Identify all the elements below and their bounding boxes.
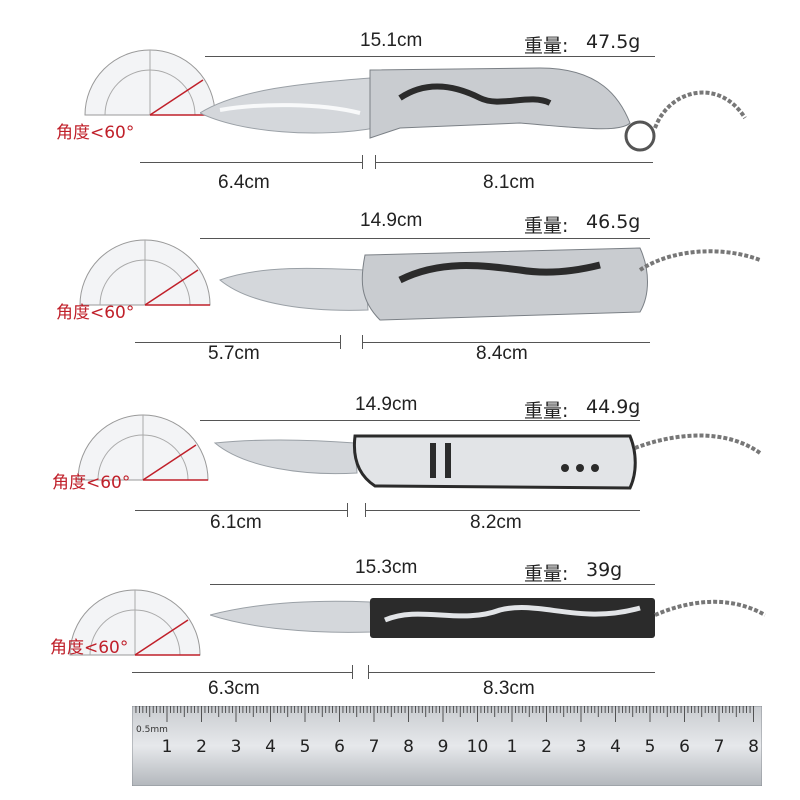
blade-length-line <box>135 510 347 511</box>
handle-length-label: 8.1cm <box>483 172 535 193</box>
knife-panel-3: 角度<60° 14.9cm 重量: 44.9g 6.1cm 8.2cm <box>0 360 800 533</box>
ruler-number: 8 <box>403 737 414 757</box>
angle-label: 角度<60° <box>56 123 135 143</box>
angle-label: 角度<60° <box>56 303 135 323</box>
blade-length-line <box>140 162 362 163</box>
protractor-icon <box>84 49 216 116</box>
blade-length-label: 6.3cm <box>208 678 260 699</box>
blade-length-label: 6.4cm <box>218 172 270 193</box>
knife-image-2 <box>219 247 761 321</box>
handle-length-line <box>375 162 653 163</box>
blade-length-tick <box>340 335 341 349</box>
handle-length-tick <box>368 665 369 679</box>
ruler-number: 4 <box>265 737 276 757</box>
knife-panel-2: 角度<60° 14.9cm 重量: 46.5g 5.7cm 8.4cm <box>0 180 800 364</box>
handle-length-label: 8.2cm <box>470 512 522 533</box>
knife-panel-4: 角度<60° 15.3cm 重量: 39g 6.3cm 8.3cm <box>0 540 800 710</box>
total-length-line <box>200 238 650 239</box>
handle-length-tick <box>375 155 376 169</box>
weight-value-label: 47.5g <box>586 31 641 53</box>
total-length-label: 15.1cm <box>360 30 423 51</box>
ruler-number: 1 <box>162 737 173 757</box>
total-length-label: 15.3cm <box>355 557 418 578</box>
ruler-numbers: 1 2 3 4 5 6 7 8 9 10 1 2 3 4 5 6 7 8 <box>162 737 759 757</box>
weight-title-label: 重量: <box>524 563 569 585</box>
ruler-number: 2 <box>196 737 207 757</box>
angle-label: 角度<60° <box>52 473 131 493</box>
handle-length-line <box>365 510 640 511</box>
handle-length-tick <box>362 335 363 349</box>
weight-value-label: 46.5g <box>586 211 641 233</box>
blade-length-tick <box>362 155 363 169</box>
ruler-number: 3 <box>576 737 587 757</box>
ruler-unit-label: 0.5mm <box>136 725 168 735</box>
weight-value-label: 44.9g <box>586 396 641 418</box>
ruler-number: 8 <box>748 737 759 757</box>
ruler-number: 6 <box>334 737 345 757</box>
ruler-number: 5 <box>300 737 311 757</box>
weight-title-label: 重量: <box>524 35 569 57</box>
blade-length-label: 6.1cm <box>210 512 262 533</box>
ruler-number: 7 <box>369 737 380 757</box>
ruler: 0.5mm 1 2 3 4 5 6 7 8 9 10 1 2 3 4 5 6 7 8 <box>132 706 762 786</box>
handle-length-line <box>362 342 650 343</box>
handle-length-tick <box>365 503 366 517</box>
handle-length-label: 8.4cm <box>476 343 528 364</box>
ruler-number: 1 <box>507 737 518 757</box>
ruler-number: 5 <box>645 737 656 757</box>
blade-length-tick <box>347 503 348 517</box>
weight-title-label: 重量: <box>524 215 569 237</box>
weight-title-label: 重量: <box>524 400 569 422</box>
protractor-icon <box>77 414 209 481</box>
weight-value-label: 39g <box>586 559 623 581</box>
ruler-number: 4 <box>610 737 621 757</box>
total-length-line <box>210 584 655 585</box>
ruler-number: 7 <box>714 737 725 757</box>
ruler-number: 6 <box>679 737 690 757</box>
ruler-number: 3 <box>231 737 242 757</box>
knife-panel-1: 角度<60° 15.1cm 重量: 47.5g 6.4cm 8.1cm <box>0 0 800 193</box>
ruler-number: 2 <box>541 737 552 757</box>
blade-length-line <box>132 672 352 673</box>
total-length-label: 14.9cm <box>355 394 418 415</box>
protractor-icon <box>79 239 211 306</box>
total-length-label: 14.9cm <box>360 210 423 231</box>
handle-length-label: 8.3cm <box>483 678 535 699</box>
blade-length-line <box>135 342 340 343</box>
blade-length-tick <box>352 665 353 679</box>
ruler-number: 9 <box>438 737 449 757</box>
angle-label: 角度<60° <box>50 638 129 658</box>
total-length-line <box>205 56 655 57</box>
blade-length-label: 5.7cm <box>208 343 260 364</box>
ruler-number: 10 <box>467 737 489 757</box>
protractor-icon <box>69 589 201 656</box>
knife-image-1 <box>200 67 747 152</box>
ruler-body <box>132 706 762 786</box>
total-length-line <box>200 420 640 421</box>
ruler-ticks <box>135 706 754 722</box>
handle-length-line <box>368 672 655 673</box>
knife-image-4 <box>210 598 766 638</box>
knife-image-3 <box>213 433 762 490</box>
